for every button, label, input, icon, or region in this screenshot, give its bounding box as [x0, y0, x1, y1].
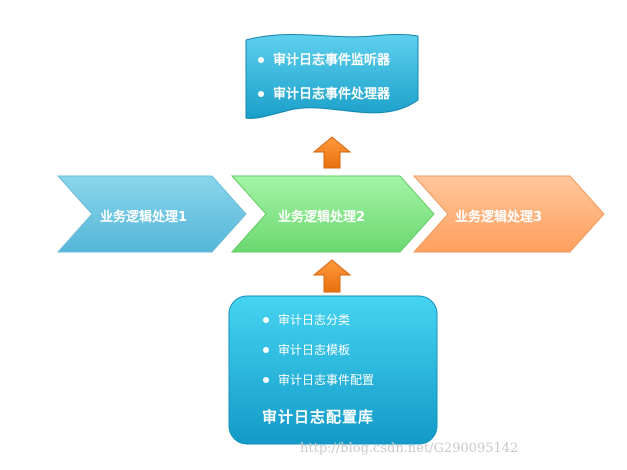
- bullet-icon: [263, 316, 269, 323]
- bullet-icon: [258, 90, 264, 97]
- chevron-label-3: 业务逻辑处理3: [455, 210, 543, 225]
- bullet-icon: [263, 346, 269, 353]
- config-box-title: 审计日志配置库: [262, 408, 375, 426]
- chevron-label-1: 业务逻辑处理1: [100, 210, 188, 225]
- config-item-text: 审计日志模板: [278, 343, 351, 357]
- chevron-shape-1: [56, 175, 247, 253]
- listener-banner-shape: [245, 34, 419, 119]
- watermark-text: http://blog.csdn.net/G290095142: [300, 441, 519, 456]
- up-arrow-bottom: [312, 259, 352, 293]
- banner-item-handler: 审计日志事件处理器: [258, 83, 390, 102]
- bullet-icon: [263, 376, 269, 383]
- banner-item-text: 审计日志事件监听器: [273, 53, 391, 68]
- chevron-shape-3: [412, 175, 605, 253]
- config-item-template: 审计日志模板: [263, 341, 350, 358]
- config-item-event-config: 审计日志事件配置: [263, 371, 374, 388]
- banner-item-text: 审计日志事件处理器: [273, 87, 391, 102]
- chevron-shape-2: [230, 175, 435, 253]
- up-arrow-top: [312, 136, 352, 169]
- banner-item-listener: 审计日志事件监听器: [258, 49, 390, 68]
- config-item-category: 审计日志分类: [263, 311, 350, 328]
- bullet-icon: [258, 56, 264, 63]
- config-item-text: 审计日志分类: [278, 313, 351, 327]
- chevron-label-2: 业务逻辑处理2: [278, 210, 366, 225]
- config-item-text: 审计日志事件配置: [278, 373, 375, 387]
- config-box-shape: [228, 295, 438, 445]
